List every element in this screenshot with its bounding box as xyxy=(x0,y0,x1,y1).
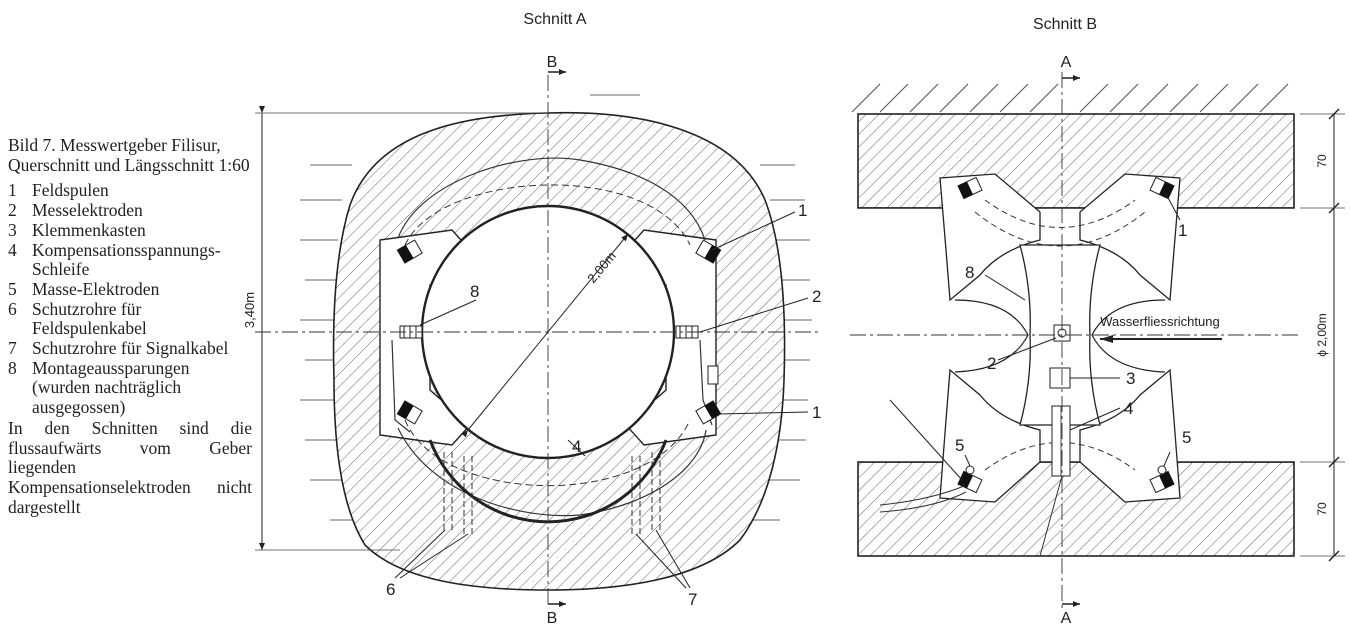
legend-item: 7 Schutzrohre für Signalkabel xyxy=(8,338,252,359)
legend-item: 5 Masse-Elektroden xyxy=(8,278,252,300)
figure-caption: Bild 7. Messwertgeber Filisur, Querschni… xyxy=(8,135,250,175)
protective-pipes xyxy=(443,452,661,534)
recess-bottom-left xyxy=(939,368,1041,503)
legend-item: 2 Messelektroden xyxy=(8,200,252,221)
section-a-title: Schnitt A xyxy=(523,11,586,28)
cut-marks-b: B B xyxy=(547,54,566,626)
legend-text: Messelektroden xyxy=(32,200,143,221)
legend-text: Klemmenkasten xyxy=(32,219,146,240)
callout-1-top: 1 xyxy=(798,201,807,220)
field-coils xyxy=(404,184,691,487)
mass-electrodes xyxy=(965,465,1167,475)
center-lines-b xyxy=(850,72,1300,610)
recess-bottom-right xyxy=(1079,368,1181,503)
legend-text: Masse-Elektroden xyxy=(32,278,160,299)
section-b-title: Schnitt B xyxy=(1033,16,1097,33)
legend-item: 4 Kompensationsspannungs-Schleife xyxy=(8,239,252,280)
legend-number: 1 xyxy=(8,180,17,201)
wall-dimensions: 70 ϕ 2,00m 70 xyxy=(1300,108,1345,562)
recess-top-right xyxy=(1079,173,1181,302)
callout-8: 8 xyxy=(470,282,479,301)
recess-top-left xyxy=(939,173,1041,302)
legend-number: 8 xyxy=(8,357,17,378)
dim-top-label: 70 xyxy=(1315,154,1329,168)
ground-marks-top xyxy=(851,83,1289,113)
upper-wall xyxy=(857,113,1295,209)
terminal-box-b xyxy=(1049,367,1071,389)
terminal-box xyxy=(707,365,719,385)
figure-legend: Bild 7. Messwertgeber Filisur, Querschni… xyxy=(8,135,252,517)
legend-text: Schutzrohre für Signalkabel xyxy=(32,338,229,359)
cut-label-bottom-b: A xyxy=(1061,610,1072,626)
legend-number: 3 xyxy=(8,219,17,240)
cables-b xyxy=(879,475,1063,557)
coil-blocks xyxy=(396,239,722,425)
callout-4: 4 xyxy=(572,437,581,456)
callout-b-2: 2 xyxy=(987,354,996,373)
lower-wall xyxy=(857,461,1295,557)
callout-b-1: 1 xyxy=(1178,221,1187,240)
callout-6: 6 xyxy=(386,580,395,599)
section-a-callouts: 1 2 1 4 6 7 8 xyxy=(386,201,821,609)
callout-2: 2 xyxy=(812,287,821,306)
legend-item: 8 Montageaussparungen (wurden nachträglic… xyxy=(8,357,252,418)
dim-middle-label: ϕ 2,00m xyxy=(1315,313,1329,356)
legend-text: Kompensationsspannungs-Schleife xyxy=(32,239,221,280)
cut-marks-a: A A xyxy=(1061,54,1080,626)
legend-number: 2 xyxy=(8,200,17,221)
legend-number: 4 xyxy=(8,239,17,260)
legend-item: 1 Feldspulen xyxy=(8,181,252,201)
callout-b-3: 3 xyxy=(1126,369,1135,388)
coil-blocks-b xyxy=(957,176,1175,494)
height-dimension: 3,40m xyxy=(242,106,548,551)
callout-7: 7 xyxy=(688,590,697,609)
legend-text: Feldspulen xyxy=(32,180,109,201)
section-b-callouts: 1 8 2 3 4 5 5 xyxy=(955,221,1191,455)
callout-1-bottom: 1 xyxy=(812,403,821,422)
flow-label: Wasserfliessrichtung xyxy=(1100,314,1219,329)
figure-note: In den Schnitten sind die flussaufwärts … xyxy=(8,417,252,517)
dim-bottom-label: 70 xyxy=(1315,502,1329,516)
section-a-drawing: Schnitt A xyxy=(242,11,821,626)
legend-number: 6 xyxy=(8,298,17,319)
legend-text: Schutzrohre für Feldspulenkabel xyxy=(32,298,147,339)
legend-text: Montageaussparungen (wurden nachträglich… xyxy=(32,357,190,418)
callout-b-5-left: 5 xyxy=(955,436,964,455)
legend-number: 5 xyxy=(8,278,17,299)
section-b-leaders xyxy=(889,193,1181,481)
cut-label-bottom: B xyxy=(547,610,558,626)
callout-b-4: 4 xyxy=(1124,399,1133,418)
legend-item: 3 Klemmenkasten xyxy=(8,219,252,241)
section-a-leaders xyxy=(394,211,809,589)
callout-b-8: 8 xyxy=(965,263,974,282)
callout-b-5-right: 5 xyxy=(1182,428,1191,447)
cut-label-top-b: A xyxy=(1061,54,1072,71)
legend-item: 6 Schutzrohre für Feldspulenkabel xyxy=(8,298,252,339)
cut-label-top: B xyxy=(547,54,558,71)
legend-number: 7 xyxy=(8,338,17,359)
section-b-drawing: Schnitt B xyxy=(850,16,1345,626)
height-dim-label: 3,40m xyxy=(242,292,257,328)
